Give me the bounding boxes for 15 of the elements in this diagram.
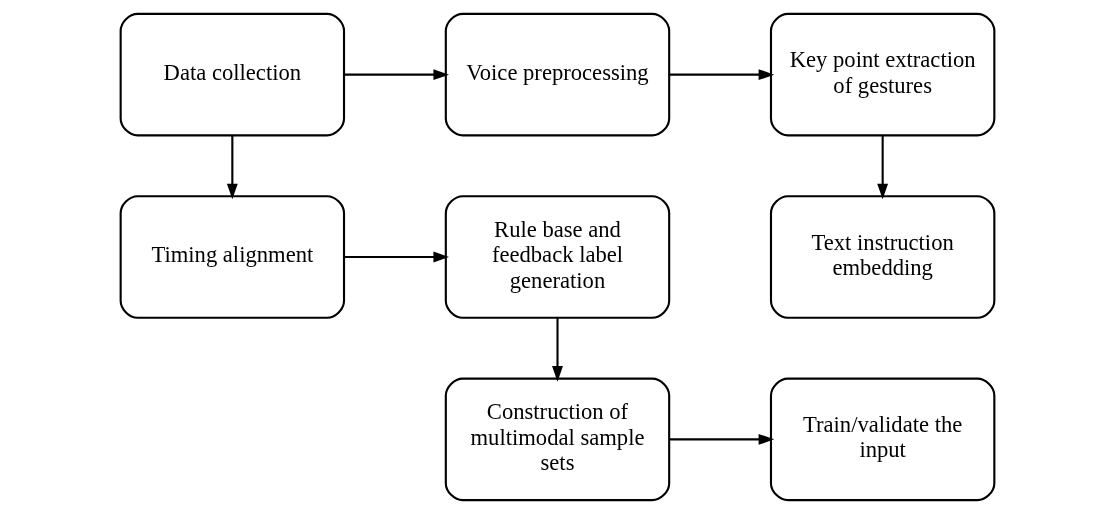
arrow [552,318,563,382]
node-box: Construction of multimodal sample sets [444,377,671,502]
node-box: Train/validate the input [769,377,996,502]
arrow [226,135,238,200]
arrow [344,69,449,81]
node-box: Text instruction embedding [769,195,996,319]
arrow [344,251,449,263]
node-box: Data collection [119,12,346,137]
node-box: Timing alignment [119,195,346,319]
node-box: Voice preprocessing [444,12,671,137]
arrow [877,135,889,200]
node-box: Rule base and feedback label generation [444,195,671,319]
node-box: Key point extraction of gestures [769,12,996,137]
arrow [669,69,775,81]
arrow [669,433,775,445]
